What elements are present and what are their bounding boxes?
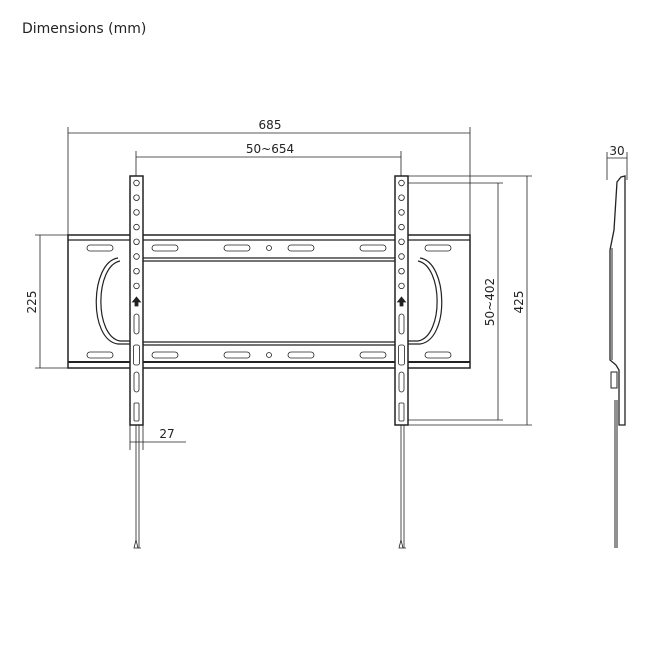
label-plate-height: 225 [25,291,39,314]
pull-cord [398,425,406,549]
bracket-hole [398,194,405,201]
plate-slot [151,351,179,359]
dimension-upright-width [129,425,186,450]
bracket-hole [133,282,140,290]
plate-slot [223,244,251,252]
pull-cord [133,425,141,549]
label-depth: 30 [609,144,624,158]
bracket-slot [133,402,140,422]
bracket-hole [133,238,140,245]
plate-hole [266,352,272,358]
arrow-up-icon [396,296,407,307]
dimension-overall-width [67,127,471,240]
vertical-brackets [129,175,409,549]
label-overall-width: 685 [259,118,282,132]
safety-lock [133,344,140,366]
bracket-hole [398,223,405,231]
bracket-slot [133,313,140,335]
bracket-slot [398,371,405,393]
plate-slot [86,244,114,252]
bracket-hole [398,253,405,260]
bracket-hole [133,179,140,187]
dimension-vertical-hole-spacing [403,182,503,421]
label-vertical-hole-spacing: 50~402 [483,278,497,326]
bracket-hole [133,223,140,231]
plate-slot [223,351,251,359]
label-horizontal-hole-spacing: 50~654 [246,142,294,156]
wall-plate [67,234,471,369]
bracket-slot [133,371,140,393]
plate-slot [359,244,387,252]
plate-slot [287,351,315,359]
label-upright-width: 27 [159,427,174,441]
bracket-hole [133,253,140,260]
bracket-hole [133,268,140,275]
vertical-bracket [394,175,409,549]
side-view [609,175,626,548]
bracket-slot [398,313,405,335]
vertical-bracket [129,175,144,549]
plate-slot [424,351,452,359]
diagram-title: Dimensions (mm) [22,21,147,37]
dimension-overall-height [408,175,532,426]
plate-slot [151,244,179,252]
safety-lock [398,344,405,366]
plate-slot [287,244,315,252]
bracket-hole [398,179,405,187]
bracket-hole [398,209,405,216]
arrow-up-icon [131,296,142,307]
dimension-plate-height [35,234,70,369]
dimension-depth [606,152,628,180]
plate-slot [424,244,452,252]
plate-slot [86,351,114,359]
bracket-hole [398,282,405,290]
bracket-hole [133,209,140,216]
bracket-hole [133,194,140,201]
label-overall-height: 425 [512,291,526,314]
plate-slots [86,244,452,359]
bracket-hole [398,238,405,245]
bracket-slot [398,402,405,422]
plate-hole [266,245,272,251]
bracket-hole [398,268,405,275]
dimension-horizontal-hole-spacing [135,151,402,178]
plate-slot [359,351,387,359]
